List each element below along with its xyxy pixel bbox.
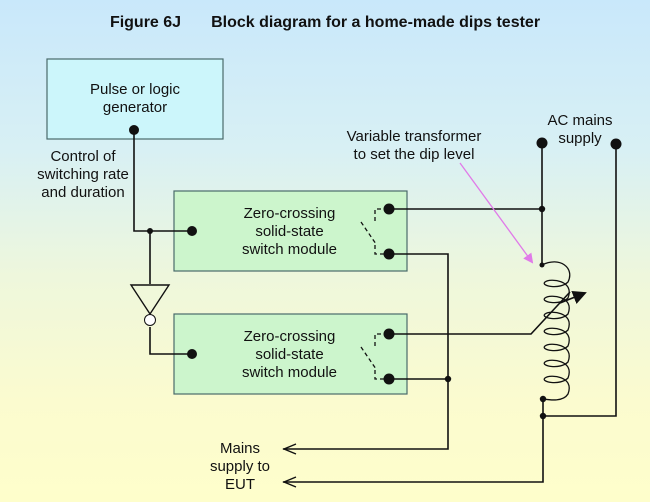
ac-mains-label-line: supply (558, 130, 602, 147)
generator-label-line: generator (102, 99, 168, 116)
switch-top-label-line: switch module (241, 241, 338, 258)
pointer-arrow-icon (459, 162, 534, 264)
ac-mains-label: AC mains supply (540, 112, 620, 148)
eut-arrows (282, 443, 297, 488)
mains-eut-label: Mains supply to EUT (195, 440, 285, 494)
figure-caption: Block diagram for a home-made dips teste… (211, 14, 541, 31)
transformer-label: Variable transformer to set the dip leve… (334, 128, 494, 164)
power-wiring (283, 143, 617, 483)
switch-module-bottom (173, 313, 408, 395)
mains-eut-label-line: EUT (225, 476, 255, 493)
control-label-line: switching rate (37, 166, 129, 183)
switch-bottom-label: Zero-crossing solid-state switch module (222, 328, 357, 382)
junction-dot (147, 228, 153, 234)
control-label-line: Control of (50, 148, 116, 165)
mains-eut-label-line: supply to (209, 458, 271, 475)
ac-mains-terminal-2 (610, 138, 622, 150)
junction-dot (539, 412, 547, 420)
ac-mains-label-line: AC mains (547, 112, 613, 129)
switch-top-label: Zero-crossing solid-state switch module (222, 205, 357, 259)
control-label-line: and duration (41, 184, 125, 201)
generator-output-terminal (129, 125, 139, 135)
switch-top-label-line: Zero-crossing (243, 205, 336, 222)
control-label: Control of switching rate and duration (28, 148, 138, 202)
switch-top-label-line: solid-state (255, 223, 324, 240)
transformer-label-line: Variable transformer (346, 128, 482, 145)
transformer-label-line: to set the dip level (353, 146, 475, 163)
figure-title: Figure 6J Block diagram for a home-made d… (0, 14, 650, 32)
arrow-left-icon (282, 443, 297, 455)
junction-dot (444, 375, 452, 383)
mains-eut-label-line: Mains (219, 440, 260, 457)
inverter-icon (129, 284, 171, 326)
switch-bottom-control-terminal (187, 349, 197, 359)
junction-dot (538, 205, 546, 213)
switch-bottom-label-line: Zero-crossing (243, 328, 336, 345)
variable-transformer-coil-icon (541, 261, 571, 401)
generator-label-line: Pulse or logic (89, 81, 181, 98)
switch-bottom-label-line: switch module (241, 364, 338, 381)
wiper-arrow-icon (559, 290, 587, 304)
figure-number: Figure 6J (109, 14, 182, 31)
switch-bottom-label-line: solid-state (255, 346, 324, 363)
arrow-left-icon (282, 476, 297, 488)
generator-label: Pulse or logic generator (47, 81, 223, 117)
control-wiring (133, 130, 192, 355)
switch-top-control-terminal (187, 226, 197, 236)
ac-mains-terminal-1 (536, 137, 548, 149)
switch-module-top (173, 190, 408, 272)
